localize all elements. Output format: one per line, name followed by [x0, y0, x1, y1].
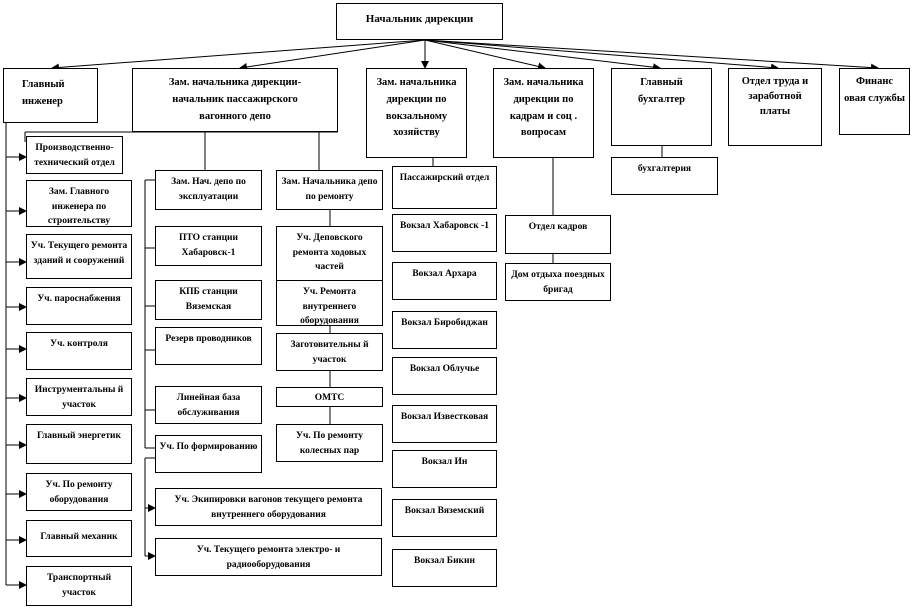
depot-head-label: Зам. начальника дирекции- начальник пасс… — [168, 77, 302, 122]
station-label: Вокзал Биробиджан — [401, 318, 488, 328]
unit-label: КПБ станции Вяземская — [179, 287, 238, 312]
arrow-to-finance — [424, 39, 879, 72]
hr-unit-box: Дом отдыха поездных бригад — [505, 263, 611, 301]
station-label: Вокзал Вяземский — [404, 506, 485, 516]
unit-label: Главный энергетик — [36, 431, 122, 441]
station-box: Вокзал Хабаровск -1 — [392, 214, 497, 252]
unit-label: ПТО станции Хабаровск-1 — [178, 233, 238, 258]
unit-label: Линейная база обслуживания — [176, 393, 241, 418]
unit-box: Производственно-технический отдел — [26, 136, 123, 174]
unit-box: ОМТС — [276, 387, 383, 407]
arrow-to-chief-engineer — [51, 39, 426, 72]
hr-deputy-label: Зам. начальника дирекции по кадрам и соц… — [503, 77, 584, 139]
unit-label: Уч. По формированию — [159, 442, 258, 452]
station-label: Пассажирский отдел — [399, 173, 490, 183]
hr-deputy-box: Зам. начальника дирекции по кадрам и соц… — [493, 68, 594, 158]
unit-label: Инструментальны й участок — [34, 385, 124, 410]
repair-head-box: Зам. Начальника депо по ремонту — [276, 170, 383, 210]
station-label: Вокзал Бикин — [414, 556, 475, 566]
unit-label: Зам. Главного инженера по строительству — [47, 187, 111, 227]
accounting-box: бухгалтерия — [611, 157, 718, 195]
finance-label: Финанс овая службы — [844, 76, 905, 104]
unit-box: Уч. Текущего ремонта электро- и радиообо… — [155, 538, 382, 576]
unit-box: Инструментальны й участок — [26, 378, 132, 416]
unit-box: КПБ станции Вяземская — [155, 280, 262, 320]
station-label: Вокзал Облучье — [409, 364, 480, 374]
unit-label: Заготовительны й участок — [290, 340, 369, 365]
unit-box: Главный механик — [26, 520, 132, 557]
labor-dept-label: Отдел труда и заработной платы — [741, 76, 809, 118]
unit-box: Уч. По формированию — [155, 435, 262, 473]
unit-box: Зам. Главного инженера по строительству — [26, 180, 132, 227]
unit-label: Транспортный участок — [46, 573, 112, 598]
station-box: Вокзал Биробиджан — [392, 311, 497, 349]
hr-unit-label: Дом отдыха поездных бригад — [511, 270, 605, 295]
station-label: Вокзал Известковая — [400, 412, 489, 422]
depot-head-box: Зам. начальника дирекции- начальник пасс… — [132, 68, 338, 132]
unit-box: Уч. Текущего ремонта зданий и сооружений — [26, 234, 132, 279]
station-box: Вокзал Вяземский — [392, 499, 497, 537]
unit-label: ОМТС — [314, 393, 345, 403]
station-deputy-box: Зам. начальника дирекции по вокзальному … — [366, 68, 467, 158]
unit-box: Главный энергетик — [26, 424, 132, 464]
arrow-to-chief-accountant — [424, 39, 661, 72]
station-label: Вокзал Ин — [421, 457, 468, 467]
unit-box: Заготовительны й участок — [276, 333, 383, 371]
accounting-label: бухгалтерия — [637, 164, 692, 174]
arrow-to-labor-dept — [424, 39, 779, 72]
chief-engineer-box: Главный инженер — [3, 68, 98, 123]
finance-box: Финанс овая службы — [839, 68, 910, 135]
hr-unit-label: Отдел кадров — [528, 222, 588, 232]
unit-label: Уч. По ремонту оборудования — [45, 480, 113, 505]
director-label: Начальник дирекции — [365, 13, 474, 25]
chief-accountant-label: Главный бухгалтер — [637, 77, 685, 105]
station-box: Вокзал Бикин — [392, 549, 497, 587]
arrow-to-hr-deputy — [424, 39, 546, 71]
unit-box: Уч. Деповского ремонта ходовых частей — [276, 226, 383, 281]
unit-box: ПТО станции Хабаровск-1 — [155, 226, 262, 266]
unit-label: Уч. Текущего ремонта зданий и сооружений — [30, 241, 128, 266]
unit-box: Уч. пароснабжения — [26, 287, 132, 325]
unit-label: Уч. Деповского ремонта ходовых частей — [292, 233, 367, 273]
unit-box: Уч. Экипировки вагонов текущего ремонта … — [155, 488, 382, 526]
unit-label: Главный механик — [40, 532, 118, 542]
unit-box: Резерв проводников — [155, 327, 262, 365]
unit-box: Транспортный участок — [26, 566, 132, 606]
unit-label: Резерв проводников — [165, 334, 252, 344]
station-box: Вокзал Известковая — [392, 405, 497, 443]
unit-box: Уч. По ремонту колесных пар — [276, 424, 383, 462]
labor-dept-box: Отдел труда и заработной платы — [728, 68, 822, 146]
unit-label: Уч. По ремонту колесных пар — [296, 431, 363, 456]
operations-head-box: Зам. Нач. депо по эксплуатации — [155, 170, 262, 210]
station-box: Вокзал Архара — [392, 262, 497, 300]
station-box: Пассажирский отдел — [392, 166, 497, 209]
station-box: Вокзал Ин — [392, 450, 497, 488]
unit-box: Линейная база обслуживания — [155, 386, 262, 424]
hr-unit-box: Отдел кадров — [505, 215, 611, 254]
unit-label: Уч. пароснабжения — [37, 294, 121, 304]
director-box: Начальник дирекции — [336, 3, 503, 40]
unit-label: Уч. Экипировки вагонов текущего ремонта … — [174, 495, 363, 520]
station-deputy-label: Зам. начальника дирекции по вокзальному … — [376, 77, 457, 139]
station-box: Вокзал Облучье — [392, 357, 497, 395]
unit-label: Уч. Ремонта внутреннего оборудования — [300, 287, 359, 327]
station-label: Вокзал Архара — [412, 269, 477, 279]
unit-label: Уч. контроля — [50, 339, 108, 349]
operations-head-label: Зам. Нач. депо по эксплуатации — [171, 177, 246, 202]
arrow-to-depot-head — [239, 39, 426, 71]
chief-accountant-box: Главный бухгалтер — [611, 68, 712, 146]
chief-engineer-label: Главный инженер — [22, 79, 65, 107]
unit-label: Производственно-технический отдел — [34, 143, 115, 168]
repair-head-label: Зам. Начальника депо по ремонту — [281, 177, 378, 202]
unit-label: Уч. Текущего ремонта электро- и радиообо… — [196, 545, 341, 570]
unit-box: Уч. контроля — [26, 332, 132, 370]
station-label: Вокзал Хабаровск -1 — [400, 221, 489, 231]
unit-box: Уч. Ремонта внутреннего оборудования — [276, 280, 383, 326]
unit-box: Уч. По ремонту оборудования — [26, 473, 132, 511]
